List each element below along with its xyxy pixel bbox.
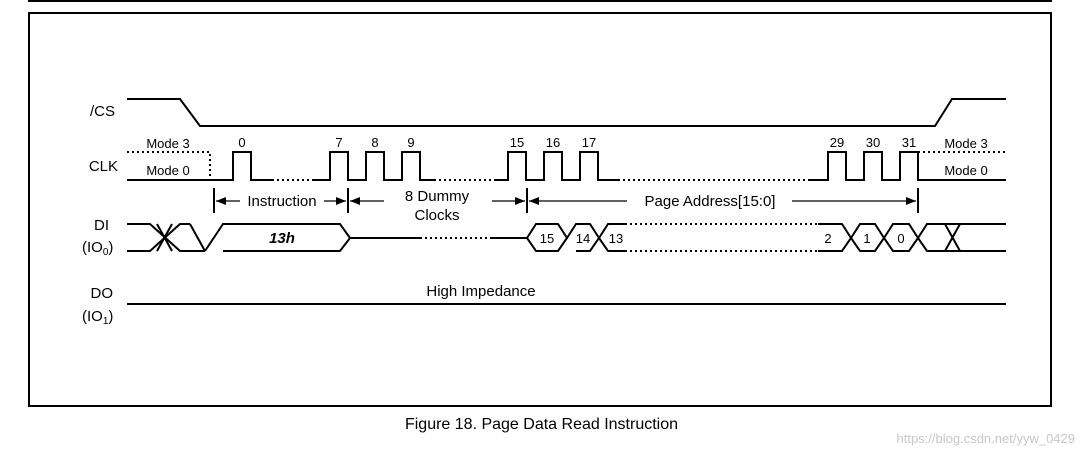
clock-number: 8	[371, 135, 378, 150]
di-bit14	[566, 223, 601, 252]
di-suffix-cross	[944, 223, 961, 252]
watermark: https://blog.csdn.net/yyw_0429	[896, 431, 1075, 446]
clock-number: 17	[582, 135, 596, 150]
cs-waveform	[127, 98, 1006, 127]
page-arrowhead-left	[529, 197, 539, 205]
bit-value: 13	[609, 231, 623, 246]
di-io-label: (IO0)	[82, 239, 113, 258]
bit-value: 1	[863, 231, 870, 246]
di-opcode-shape	[189, 223, 352, 252]
clock-number: 31	[902, 135, 916, 150]
mode3-left-label: Mode 3	[146, 136, 189, 151]
diagram-frame	[28, 12, 1052, 407]
di-label: DI	[94, 217, 109, 234]
top-border-line	[28, 0, 1052, 2]
figure-caption: Figure 18. Page Data Read Instruction	[404, 416, 679, 433]
di-bit13	[598, 223, 625, 252]
clk-waveform-group3	[810, 151, 1006, 181]
page-address-label: Page Address[15:0]	[645, 193, 776, 210]
mode0-left-label: Mode 0	[146, 163, 189, 178]
page-arrowhead-right	[906, 197, 916, 205]
do-io-label: (IO1)	[82, 308, 113, 327]
di-suffix-bus	[917, 223, 1006, 252]
clk-waveform-group2	[495, 151, 618, 181]
clock-number: 16	[546, 135, 560, 150]
dummy-arrowhead-right	[515, 197, 525, 205]
di-prefix-cross	[156, 223, 173, 252]
bit-value: 0	[897, 231, 904, 246]
clk-mode3-left-dotted	[127, 151, 211, 180]
opcode-value: 13h	[269, 230, 295, 247]
mode0-right-label: Mode 0	[944, 163, 987, 178]
clk-label: CLK	[89, 158, 118, 175]
clock-number: 15	[510, 135, 524, 150]
mode3-right-label: Mode 3	[944, 136, 987, 151]
dummy-label-line1: 8 Dummy	[405, 188, 470, 205]
clock-number: 0	[238, 135, 245, 150]
clock-number: 7	[335, 135, 342, 150]
do-label: DO	[91, 285, 114, 302]
instruction-label: Instruction	[247, 193, 316, 210]
clk-waveform-group1	[312, 151, 434, 181]
clock-number: 30	[866, 135, 880, 150]
clock-number: 29	[830, 135, 844, 150]
bit-value: 2	[824, 231, 831, 246]
dummy-arrowhead-left	[350, 197, 360, 205]
bit-value: 15	[540, 231, 554, 246]
dummy-label-line2: Clocks	[414, 207, 459, 224]
clock-number: 9	[407, 135, 414, 150]
bit-value: 14	[576, 231, 590, 246]
instruction-arrowhead-left	[216, 197, 226, 205]
high-impedance-label: High Impedance	[426, 283, 535, 300]
di-bit2	[818, 223, 853, 252]
clk-waveform-start	[210, 151, 272, 181]
cs-label: /CS	[90, 103, 115, 120]
instruction-arrowhead-right	[336, 197, 346, 205]
